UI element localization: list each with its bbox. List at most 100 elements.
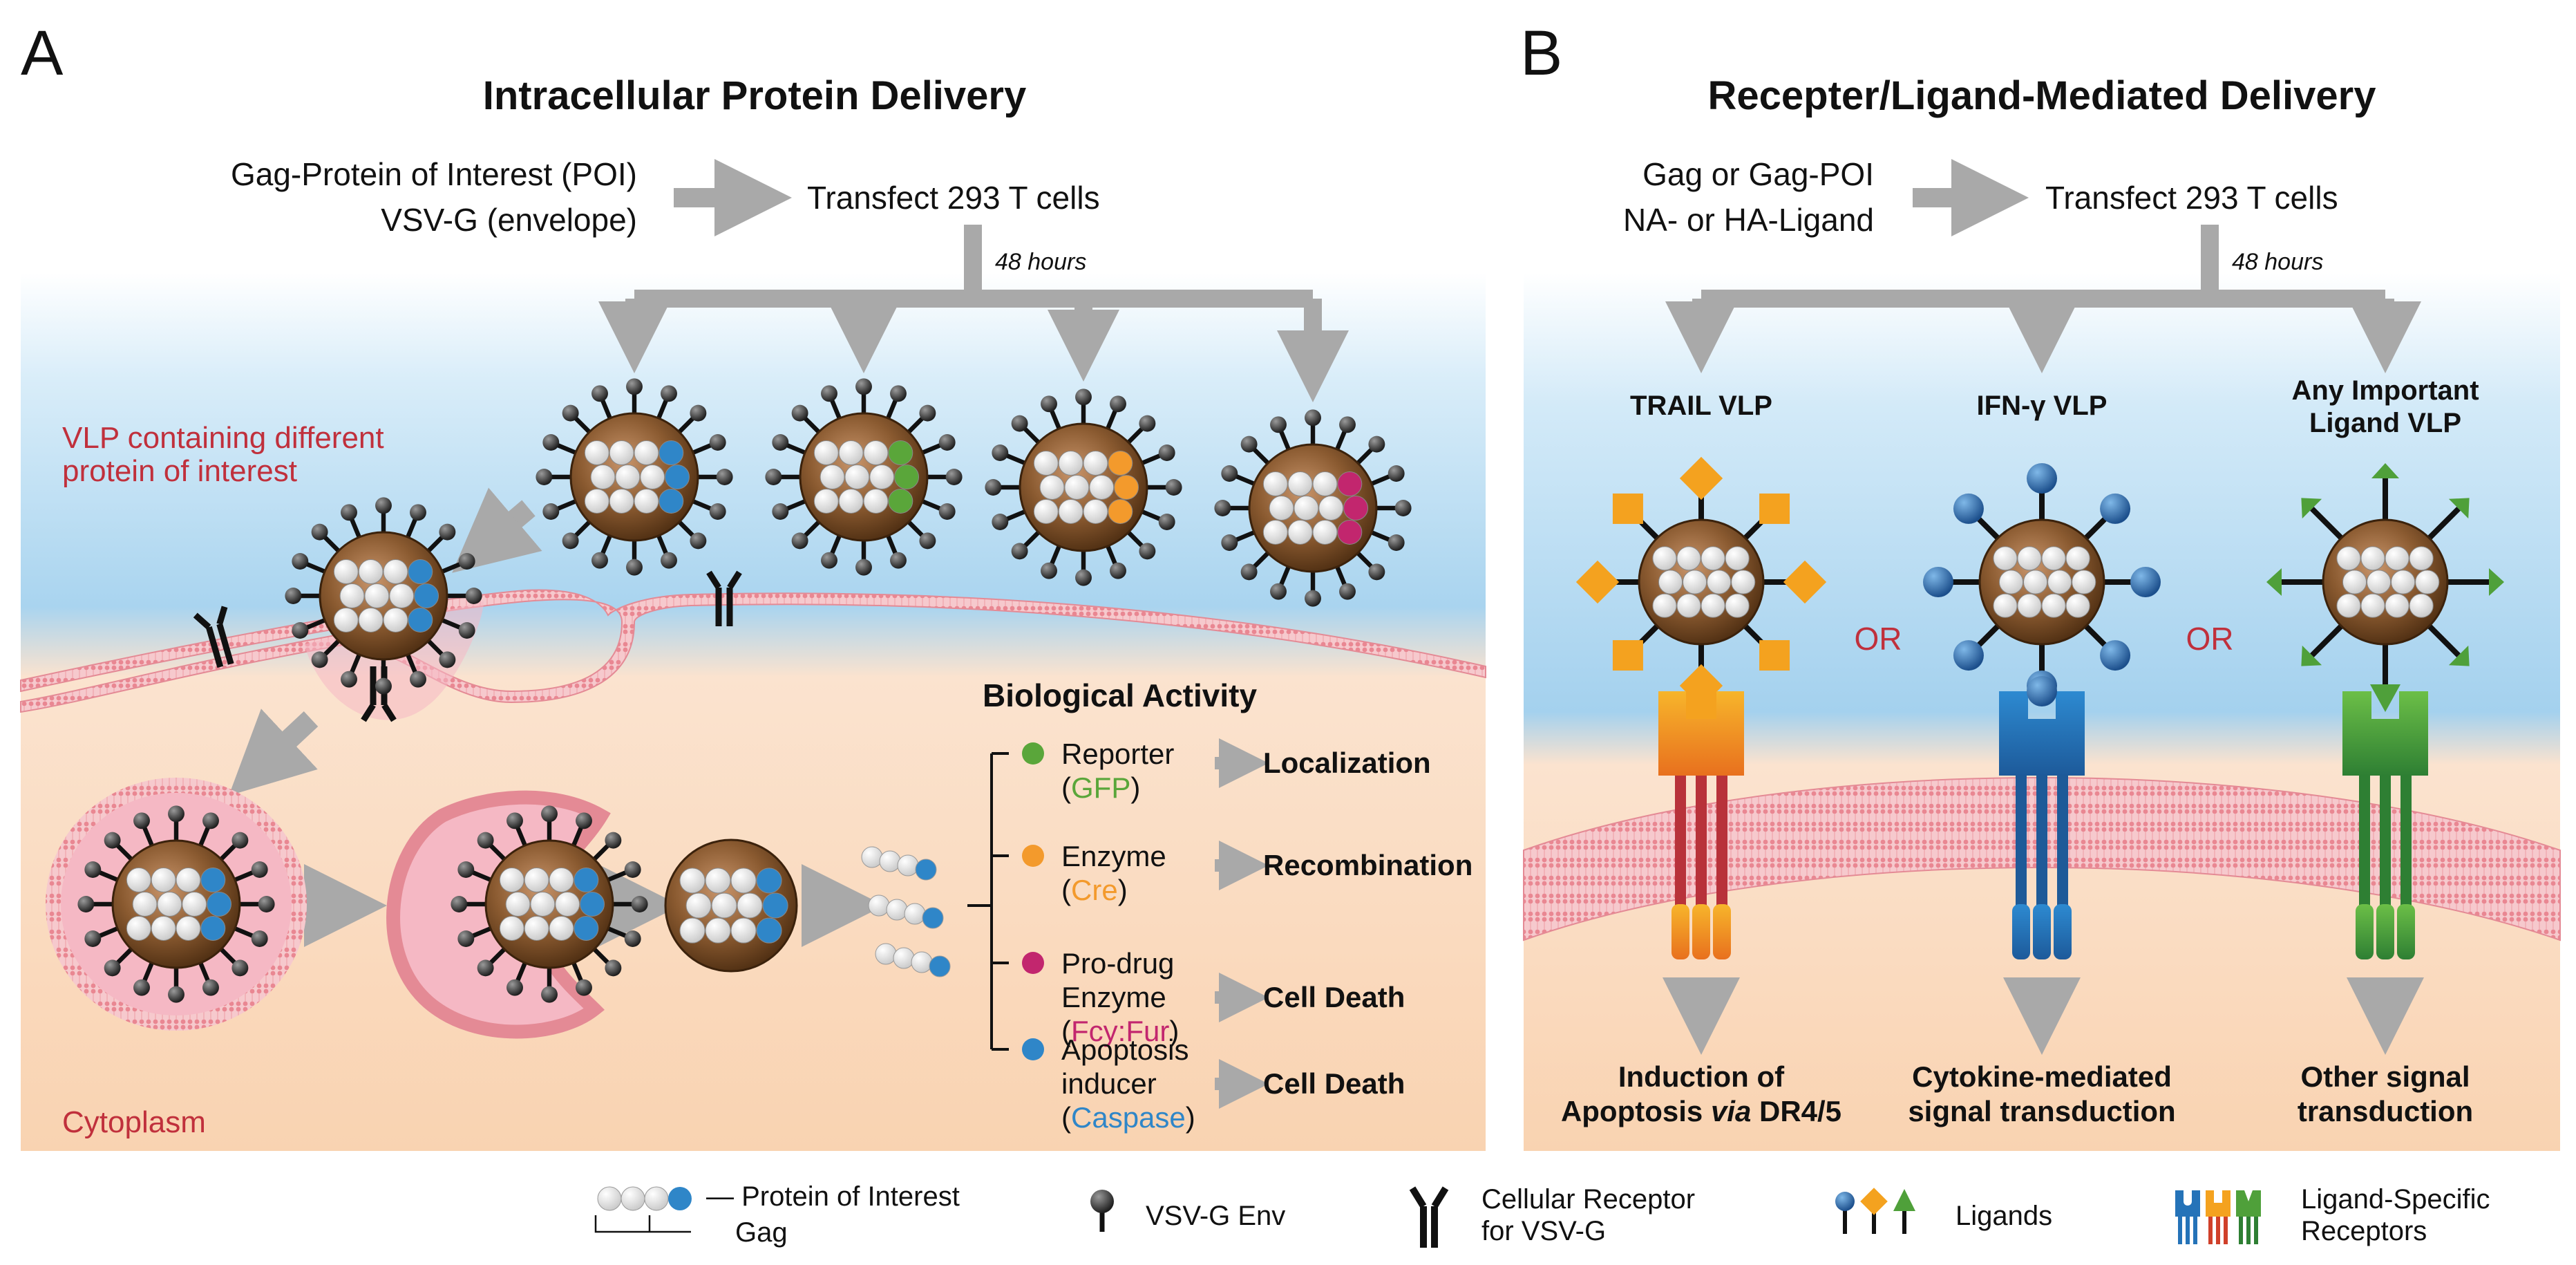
- ifn-ligand: [2100, 640, 2131, 671]
- ligand-receptor: [1999, 676, 2085, 959]
- legend: — Protein of Interest Gag VSV-G Env Cell…: [594, 1181, 2490, 1248]
- activity-item: Enzyme(Cre)Recombination: [1022, 840, 1472, 906]
- vlp-outcome: transduction: [2298, 1095, 2473, 1127]
- activity-dot: [1022, 1038, 1044, 1060]
- generic-ligand: [2301, 498, 2322, 519]
- legend-receptor-label-1: Cellular Receptor: [1481, 1184, 1695, 1215]
- released-proteins: [861, 846, 951, 977]
- panel-b-letter: B: [1520, 18, 1562, 88]
- activity-outcome: Localization: [1263, 747, 1431, 779]
- vlp-outcome: signal transduction: [1908, 1095, 2175, 1127]
- vlp-particle: [985, 388, 1182, 586]
- activity-list: Reporter(GFP) LocalizationEnzyme(Cre)Reco…: [1022, 738, 1472, 1134]
- vlp-type-label: TRAIL VLP: [1630, 391, 1772, 421]
- vlp-label-2: protein of interest: [62, 454, 297, 488]
- ifn-ligand: [2027, 463, 2057, 494]
- ifn-ligand: [2100, 493, 2131, 524]
- legend-ligands-icon: [1835, 1188, 1915, 1234]
- activity-dot: [1022, 845, 1044, 867]
- released-protein: [861, 846, 937, 881]
- vlp-core: [664, 838, 798, 973]
- vlp-type-label: IFN-γ VLP: [1977, 391, 2108, 421]
- trail-ligand: [1575, 560, 1620, 604]
- panel-a-letter: A: [21, 18, 64, 88]
- generic-ligand: [2266, 568, 2282, 596]
- activity-outcome: Cell Death: [1263, 981, 1405, 1013]
- branch-arrows-b: [1665, 225, 2421, 373]
- panel-a: [20, 273, 1486, 1151]
- legend-receptor-icon: [1409, 1186, 1449, 1248]
- legend-poi-glyph: [597, 1186, 692, 1211]
- vlp-type-label: Ligand VLP: [2309, 408, 2461, 438]
- trail-ligand: [1759, 493, 1790, 524]
- panel-b-title: Recepter/Ligand-Mediated Delivery: [1708, 73, 2376, 118]
- vlp-docking: [285, 497, 482, 695]
- activity-dot: [1022, 952, 1044, 974]
- vlp-endosome: [77, 805, 275, 1003]
- vlp-outcome: Other signal: [2300, 1060, 2470, 1093]
- panel-b-hours: 48 hours: [2232, 249, 2323, 275]
- legend-lsr-label-1: Ligand-Specific: [2301, 1184, 2490, 1215]
- legend-lsr-label-2: Receptors: [2301, 1216, 2427, 1246]
- vlp-escaping: [451, 805, 648, 1003]
- trail-ligand: [1612, 493, 1643, 524]
- panel-a-hours: 48 hours: [995, 249, 1086, 275]
- legend-env-icon: [1090, 1190, 1114, 1232]
- panel-b-input-1: Gag or Gag-POI: [1642, 156, 1874, 192]
- vlp-type-label: Any Important: [2291, 375, 2479, 406]
- vsvg-receptor-2: [706, 570, 742, 626]
- cytoplasm-label: Cytoplasm: [62, 1105, 206, 1139]
- activity-detail: (Cre): [1061, 874, 1128, 906]
- vlp-particle: [765, 378, 963, 576]
- ligand-receptor: [1658, 688, 1744, 959]
- released-protein: [868, 894, 944, 929]
- trail-ligand: [1612, 640, 1643, 671]
- legend-ligands-label: Ligands: [1955, 1201, 2052, 1231]
- panel-a-input-2: VSV-G (envelope): [381, 202, 637, 238]
- activity-outcome: Cell Death: [1263, 1067, 1405, 1100]
- vlp-outcome: Cytokine-mediated: [1912, 1060, 2172, 1093]
- ifn-ligand: [1923, 567, 1953, 597]
- activity-detail: Enzyme: [1061, 981, 1166, 1013]
- panel-a-background: [21, 273, 1486, 1151]
- activity-name: Enzyme: [1061, 840, 1166, 872]
- trail-ligand: [1679, 456, 1723, 500]
- activity-detail: (Caspase): [1061, 1101, 1195, 1134]
- activity-detail: (GFP): [1061, 771, 1140, 804]
- legend-poi-label: — Protein of Interest: [706, 1181, 960, 1212]
- activity-item: Reporter(GFP) Localization: [1022, 738, 1431, 804]
- vlp-particle: [1214, 409, 1412, 607]
- trail-ligand: [1759, 640, 1790, 671]
- panel-a-input-1: Gag-Protein of Interest (POI): [231, 156, 637, 192]
- activity-detail: inducer: [1061, 1067, 1157, 1100]
- ligand-receptor: [2342, 684, 2428, 959]
- panel-a-title: Intracellular Protein Delivery: [483, 73, 1027, 118]
- ifn-ligand: [1953, 640, 1984, 671]
- activity-name: Apoptosis: [1061, 1033, 1188, 1066]
- or-label-1: OR: [1855, 621, 1902, 657]
- generic-ligand: [2448, 645, 2470, 666]
- generic-ligand: [2489, 568, 2504, 596]
- panel-b-input-2: NA- or HA-Ligand: [1623, 202, 1874, 238]
- bio-bracket: [967, 752, 1009, 1051]
- panel-a-transfect: Transfect 293 T cells: [807, 180, 1100, 216]
- legend-lsr-icon: [2175, 1190, 2261, 1244]
- cell-membrane-a: [20, 589, 1486, 713]
- vsvg-receptor-1: [193, 606, 234, 668]
- legend-receptor-label-2: for VSV-G: [1481, 1216, 1606, 1246]
- panel-b-transfect: Transfect 293 T cells: [2045, 180, 2338, 216]
- endocytosis-pocket: [304, 601, 484, 720]
- generic-ligand: [2371, 463, 2399, 478]
- ifn-ligand: [2130, 567, 2161, 597]
- released-protein: [875, 943, 951, 977]
- activity-name: Reporter: [1061, 738, 1174, 770]
- activity-name: Pro-drug: [1061, 947, 1174, 980]
- or-label-2: OR: [2186, 621, 2234, 657]
- activity-dot: [1022, 742, 1044, 765]
- generic-ligand: [2301, 645, 2322, 666]
